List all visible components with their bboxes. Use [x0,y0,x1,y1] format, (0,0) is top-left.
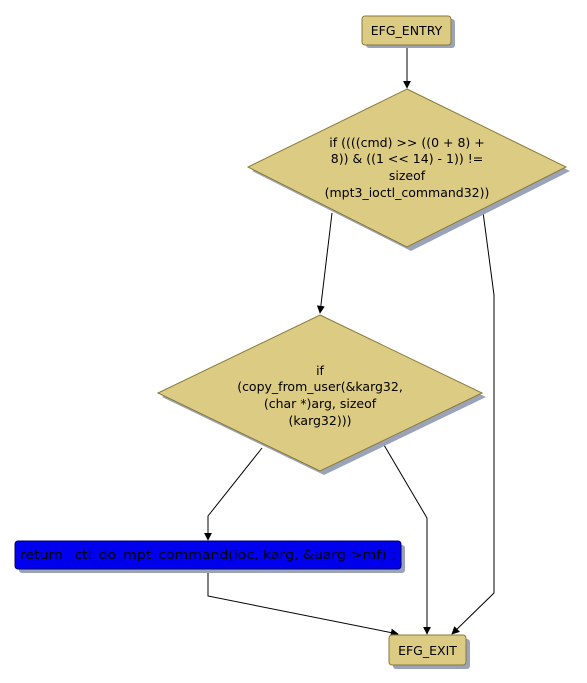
node-exit[interactable]: EFG_EXIT [388,634,470,669]
edge-cond1-to-cond2 [316,212,333,314]
node-cond2-line1: if [316,363,324,378]
node-exit-label: EFG_EXIT [398,643,457,658]
node-cond2[interactable]: if (copy_from_user(&karg32, (char *)arg,… [156,314,486,475]
node-cond1-diamond [246,88,568,248]
node-entry-box [361,15,452,46]
node-return-box [14,540,402,570]
edge-cond2-to-return [204,447,263,541]
node-cond1-line3: sizeof [389,168,426,183]
node-cond1[interactable]: if ((((cmd) >> ((0 + 8) + 8)) & ((1 << 1… [246,88,570,251]
node-cond2-diamond [156,314,484,472]
node-return-label: return _ctl_do_mpt_command(ioc, karg, &u… [20,548,396,562]
node-cond2-line2: (copy_from_user(&karg32, [237,379,403,394]
edge-return-to-exit [207,570,399,637]
node-return[interactable]: return _ctl_do_mpt_command(ioc, karg, &u… [14,540,405,573]
edge-cond2-to-exit [383,444,431,635]
edge-cond1-to-exit [451,211,495,635]
edges [204,46,495,637]
node-cond1-line4: (mpt3_ioctl_command32)) [325,185,490,200]
node-entry[interactable]: EFG_ENTRY [361,15,455,48]
node-cond2-line4: (karg32))) [289,413,352,428]
node-cond2-line3: (char *)arg, sizeof [264,396,377,411]
node-exit-box [388,634,467,666]
node-cond1-line2: 8)) & ((1 << 14) - 1)) != [331,151,483,166]
node-cond1-line1: if ((((cmd) >> ((0 + 8) + [329,135,485,150]
node-entry-label: EFG_ENTRY [371,23,443,38]
